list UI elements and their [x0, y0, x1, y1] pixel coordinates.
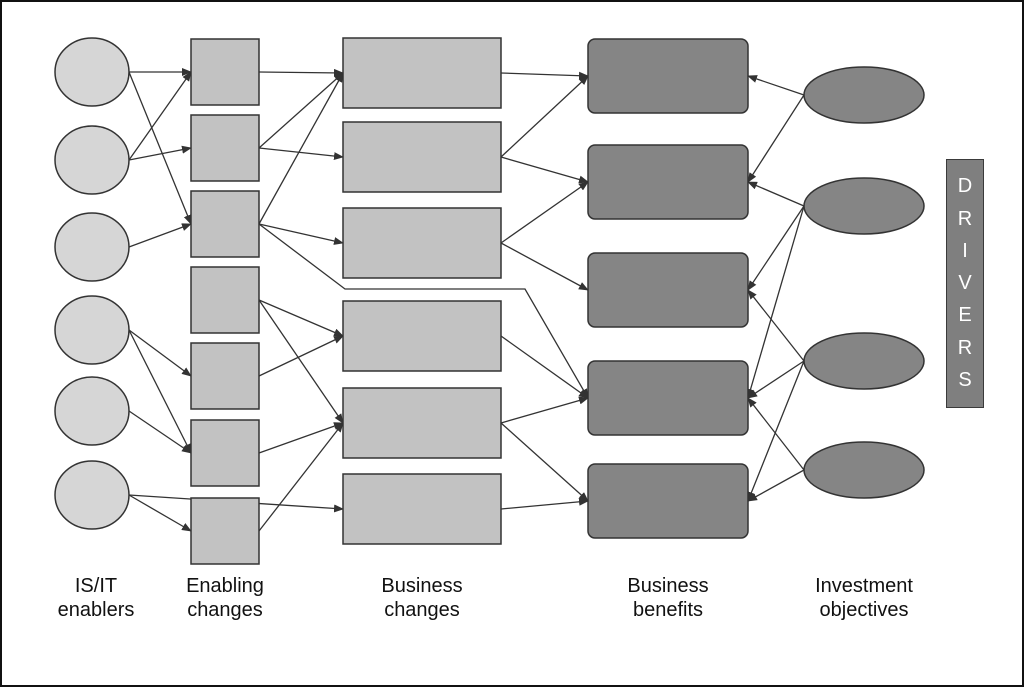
is-it-enabler-node [54, 125, 130, 195]
nodes-layer [54, 37, 925, 565]
column-label-line1: Enabling [186, 575, 264, 597]
arrow-objective-to-benefit [747, 469, 805, 502]
column-label-line2: objectives [819, 599, 909, 621]
column-label-is-it-enablers: IS/IT enablers [58, 574, 135, 622]
arrow-enabling-change-to-business-change [258, 68, 344, 77]
arrow-enabling-change-to-business-change [258, 223, 344, 245]
is-it-enabler-node [54, 460, 130, 530]
column-label-line1: IS/IT [74, 575, 118, 597]
column-label-line2: changes [187, 599, 263, 621]
arrow-enabling-change-to-business-change [258, 299, 344, 424]
business-change-node [342, 300, 502, 372]
business-benefit-node [587, 463, 749, 539]
arrow-business-change-to-benefit [500, 181, 589, 244]
arrow-objective-to-benefit [747, 289, 805, 362]
arrow-enabling-change-to-benefit [258, 223, 589, 399]
business-change-node [342, 207, 502, 279]
is-it-enabler-node [54, 37, 130, 107]
drivers-letter: V [958, 272, 972, 294]
arrow-enabling-change-to-business-change [258, 299, 344, 337]
business-benefit-node [587, 252, 749, 328]
arrow-business-change-to-benefit [500, 71, 589, 80]
is-it-enabler-node [54, 212, 130, 282]
arrow-enabling-change-to-business-change [258, 422, 344, 532]
enabling-change-node [190, 38, 260, 106]
arrow-business-change-to-benefit [500, 497, 589, 510]
investment-objective-node [803, 332, 925, 390]
is-it-enabler-node [54, 295, 130, 365]
business-change-node [342, 473, 502, 545]
drivers-letter: R [957, 207, 973, 230]
is-it-enabler-node [54, 376, 130, 446]
business-change-node [342, 387, 502, 459]
column-label-line2: changes [384, 599, 460, 621]
column-label-line1: Business [627, 575, 709, 597]
column-label-business-benefits: Business benefits [627, 574, 708, 622]
column-label-line2: enablers [57, 599, 135, 621]
arrow-business-change-to-benefit [500, 422, 589, 502]
business-benefit-node [587, 144, 749, 220]
enabling-change-node [190, 114, 260, 182]
arrow-enabling-change-to-business-change [258, 72, 344, 149]
drivers-letter: E [958, 304, 972, 327]
arrow-enabler-to-enabling-change [128, 329, 192, 377]
enabling-change-node [190, 342, 260, 410]
arrow-enabler-to-enabling-change [128, 145, 192, 161]
arrow-objective-to-benefit [747, 94, 805, 183]
arrow-business-change-to-benefit [500, 156, 589, 184]
column-label-enabling-changes: Enabling changes [186, 574, 264, 622]
business-benefit-node [587, 360, 749, 436]
drivers-letter: R [957, 336, 973, 359]
business-change-node [342, 37, 502, 109]
business-benefit-node [587, 38, 749, 114]
enabling-change-node [190, 190, 260, 258]
arrow-objective-to-benefit [747, 181, 805, 207]
drivers-letter: I [962, 239, 968, 262]
column-label-line2: benefits [632, 599, 704, 621]
arrow-enabler-to-enabling-change [128, 329, 192, 454]
enabling-change-node [190, 266, 260, 334]
arrow-enabler-to-enabling-change [128, 71, 192, 225]
arrow-enabling-change-to-business-change [258, 335, 344, 377]
arrow-business-change-to-benefit [500, 75, 589, 158]
investment-objective-node [803, 177, 925, 235]
column-label-investment-objectives: Investment objectives [815, 574, 913, 622]
drivers-box: D R I V E R S [946, 159, 984, 408]
arrow-enabler-to-enabling-change [128, 410, 192, 454]
arrow-objective-to-benefit [747, 360, 805, 399]
column-label-line1: Investment [815, 575, 913, 597]
column-label-business-changes: Business changes [381, 574, 462, 622]
arrow-enabler-to-enabling-change [128, 223, 192, 248]
enabling-change-node [190, 419, 260, 487]
arrow-objective-to-benefit [747, 75, 805, 96]
edges-layer [128, 68, 805, 532]
drivers-letter: S [958, 368, 972, 391]
drivers-letter: D [957, 175, 973, 198]
arrow-business-change-to-benefit [500, 396, 589, 424]
arrow-objective-to-benefit [746, 205, 805, 399]
business-change-node [342, 121, 502, 193]
arrow-enabling-change-to-business-change [258, 147, 344, 161]
investment-objective-node [803, 66, 925, 124]
investment-objective-node [803, 441, 925, 499]
arrow-enabling-change-to-business-change [258, 72, 344, 225]
arrow-objective-to-benefit [747, 205, 805, 291]
arrow-business-change-to-benefit [500, 335, 589, 399]
enabling-change-node [190, 497, 260, 565]
arrow-enabling-change-to-business-change [258, 422, 344, 454]
arrow-enabler-to-enabling-change [128, 71, 192, 161]
arrow-enabler-to-enabling-change [128, 494, 192, 532]
column-label-line1: Business [381, 575, 463, 597]
arrow-objective-to-benefit [747, 360, 805, 502]
arrow-business-change-to-benefit [500, 242, 589, 291]
arrow-objective-to-benefit [747, 397, 805, 471]
